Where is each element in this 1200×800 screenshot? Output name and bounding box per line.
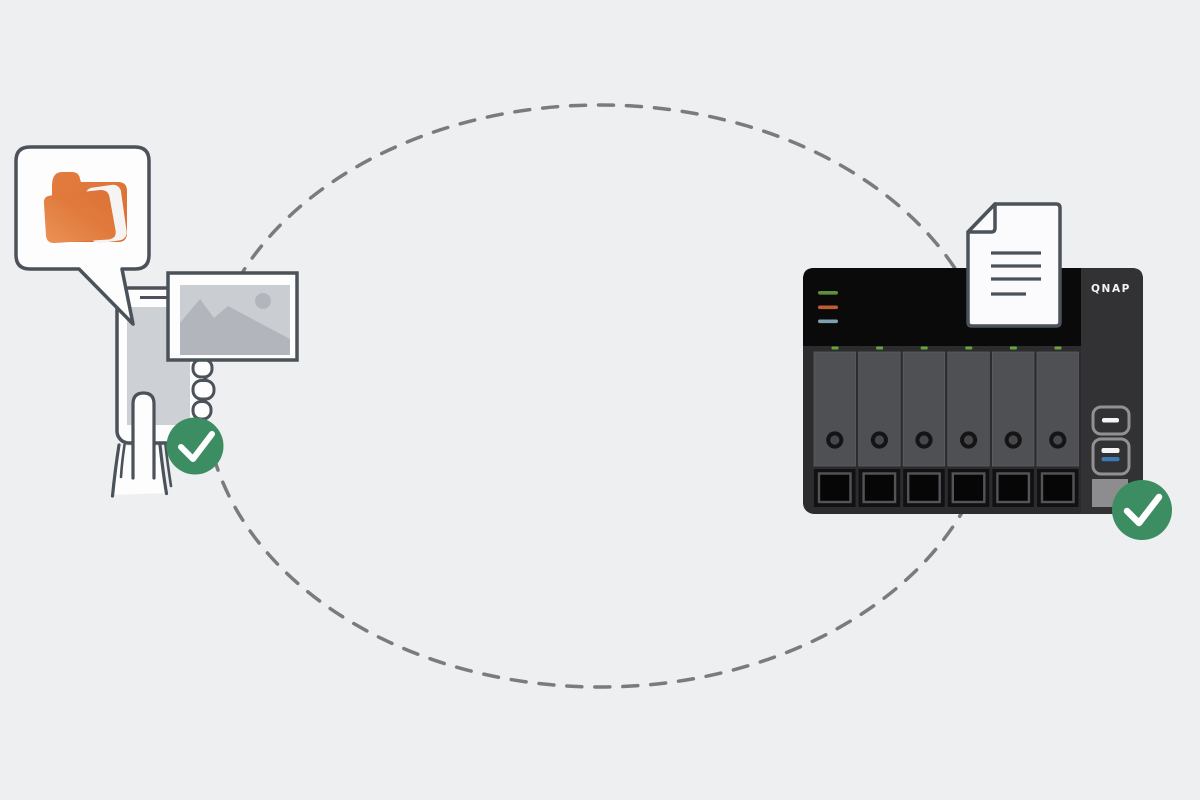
nas-side-panel [1081,268,1143,514]
check-circle-icon [1112,480,1172,540]
hand [110,391,173,498]
speech-bubble [14,145,151,326]
usb-copy-button [1091,437,1131,476]
check-circle-icon [166,417,224,475]
document-icon [966,202,1062,328]
nas-controls [1091,405,1131,507]
wrist-line-right [158,443,169,496]
document-fold [966,202,997,234]
usb-copy-led-blue [1101,457,1120,462]
status-led-blue [818,319,838,324]
palm-line-right [164,443,173,488]
status-led-green [818,291,838,295]
photo-sun [255,293,271,309]
qnap-logo: QNAP [1091,283,1131,295]
power-button [1091,405,1131,436]
document-lines [991,251,1041,296]
thumb [131,391,156,480]
photo-icon [166,271,299,362]
folder-icon [43,172,127,244]
usb-copy-led-white [1101,448,1120,453]
status-led-orange [818,305,838,310]
wrist-line-left [110,443,121,498]
finger-tips [191,358,216,421]
power-button-led [1102,418,1119,423]
palm-line-left [119,443,126,479]
nas-group: QNAP [803,202,1172,540]
status-leds [818,291,838,324]
phone-group [14,145,299,498]
photo-mountains [180,299,290,355]
